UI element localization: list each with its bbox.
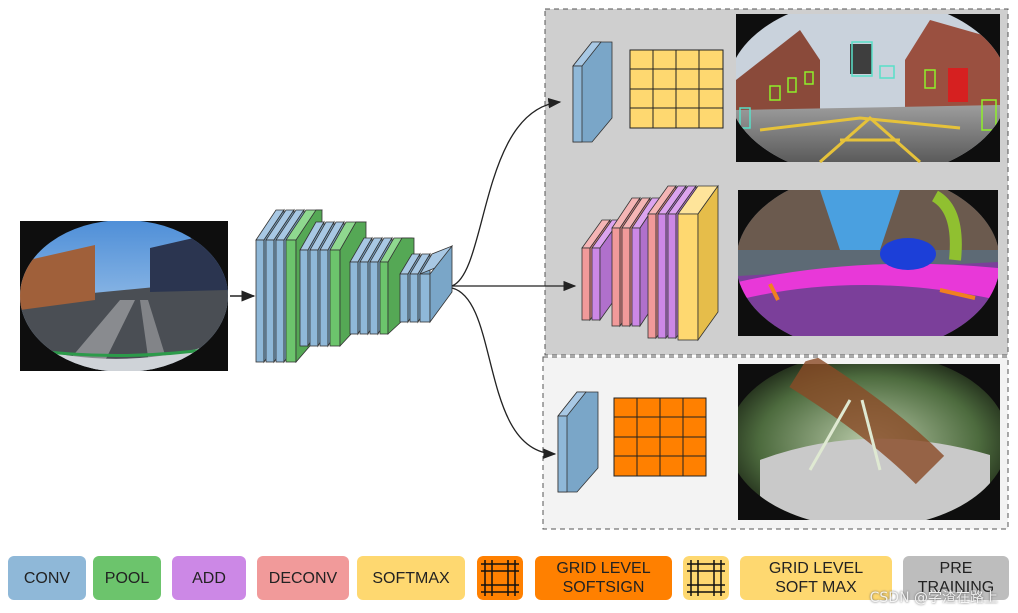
legend-pool-label: POOL bbox=[104, 569, 150, 587]
legend-add-label: ADD bbox=[192, 569, 226, 587]
legend-conv: CONV bbox=[8, 556, 86, 600]
legend: CONV POOL ADD DECONV SOFTMAX GRID LEVEL … bbox=[0, 552, 1018, 604]
input-fisheye-image bbox=[20, 221, 228, 371]
arrow-to-detection bbox=[451, 98, 562, 287]
legend-grid-softsign-label: GRID LEVEL SOFTSIGN bbox=[556, 560, 651, 596]
arrow-to-soiling bbox=[451, 287, 557, 459]
encoder-conv-block-2 bbox=[299, 220, 367, 348]
encoder-stack bbox=[255, 208, 453, 364]
legend-deconv-label: DECONV bbox=[268, 569, 338, 587]
legend-deconv: DECONV bbox=[257, 556, 349, 600]
legend-softmax: SOFTMAX bbox=[357, 556, 465, 600]
segmentation-output-image bbox=[738, 190, 998, 336]
encoder-conv-block-4 bbox=[399, 244, 453, 324]
legend-grid-softsign: GRID LEVEL SOFTSIGN bbox=[535, 556, 672, 600]
legend-softmax-label: SOFTMAX bbox=[372, 569, 450, 587]
soiling-head bbox=[557, 391, 707, 493]
legend-softmax-grid-icon bbox=[683, 556, 729, 600]
watermark-text: CSDN @学渣在路上 bbox=[869, 590, 998, 606]
soiling-output-image bbox=[738, 353, 1000, 520]
legend-pool: POOL bbox=[93, 556, 161, 600]
legend-softsign-grid-icon bbox=[477, 556, 523, 600]
legend-grid-softmax: GRID LEVEL SOFT MAX bbox=[740, 556, 892, 600]
legend-conv-label: CONV bbox=[23, 569, 71, 587]
legend-grid-softmax-label: GRID LEVEL SOFT MAX bbox=[768, 560, 864, 596]
detection-output-image bbox=[736, 14, 1000, 164]
segmentation-head bbox=[581, 184, 719, 342]
legend-add: ADD bbox=[172, 556, 246, 600]
legend-pretraining-label: PRE TRAINING bbox=[917, 560, 995, 596]
detection-head bbox=[572, 41, 724, 143]
legend-pretraining: PRE TRAINING bbox=[903, 556, 1009, 600]
